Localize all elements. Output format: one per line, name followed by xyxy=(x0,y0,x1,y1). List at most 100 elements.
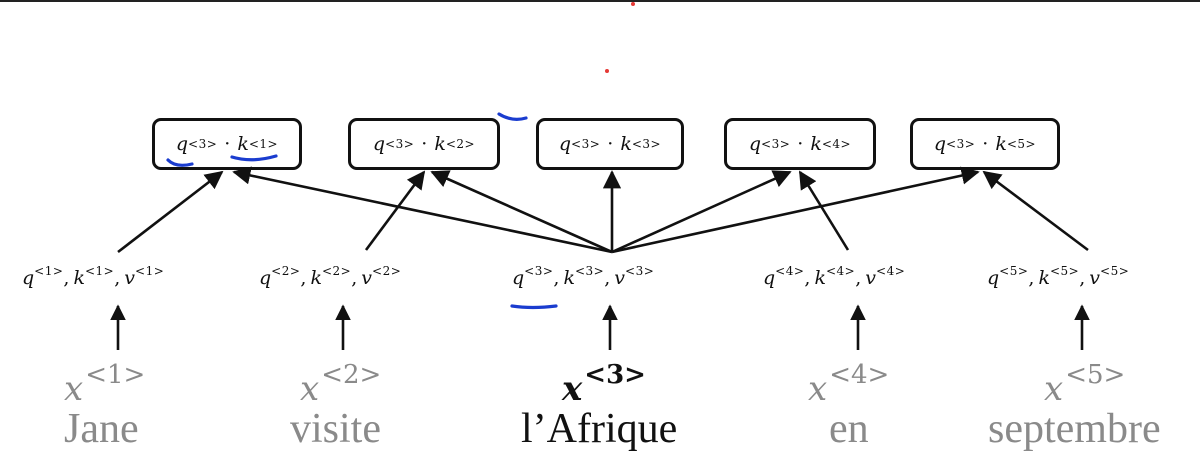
query-index: <3> xyxy=(946,137,976,151)
key-index: <4> xyxy=(821,137,852,151)
key-index: <1> xyxy=(248,137,279,151)
index: <4> xyxy=(775,264,805,278)
key-symbol: k xyxy=(237,133,249,155)
input-token-label-5: x<5> xyxy=(1044,360,1125,409)
dot-operator: · xyxy=(421,133,428,155)
dot-operator: · xyxy=(607,133,614,155)
x-symbol: x xyxy=(1044,369,1064,409)
k-symbol: k xyxy=(814,267,826,289)
x-symbol: x xyxy=(300,369,320,409)
key-index: <2> xyxy=(445,137,476,151)
k-symbol: k xyxy=(310,267,322,289)
arrow-q3-to-box4 xyxy=(611,170,792,254)
query-symbol: q xyxy=(175,133,189,155)
token-index: <4> xyxy=(829,360,890,390)
annotation-underline-k-box1 xyxy=(230,154,278,162)
separator: , xyxy=(553,267,560,289)
dot-operator: · xyxy=(797,133,804,155)
arrow-qkv5-to-box5 xyxy=(982,170,1089,252)
index: <5> xyxy=(999,264,1029,278)
index: <4> xyxy=(876,264,906,278)
arrow-qkv2-to-box2 xyxy=(364,170,426,251)
laser-pointer-dot xyxy=(631,2,635,6)
k-symbol: k xyxy=(563,267,575,289)
separator: , xyxy=(114,267,121,289)
query-index: <3> xyxy=(385,137,415,151)
laser-pointer-dot xyxy=(605,69,609,73)
index: <2> xyxy=(321,264,352,278)
v-symbol: v xyxy=(865,267,877,289)
top-divider xyxy=(0,0,1200,2)
separator: , xyxy=(1079,267,1086,289)
key-index: <3> xyxy=(631,137,662,151)
index: <3> xyxy=(524,264,554,278)
separator: , xyxy=(300,267,307,289)
query-index: <3> xyxy=(188,137,218,151)
qkv-vectors-4: q<4>,k<4>,v<4> xyxy=(763,264,905,289)
index: <5> xyxy=(1100,264,1130,278)
dot-product-box-5: q<3>·k<5> xyxy=(910,118,1060,170)
dot-product-box-4: q<3> · k<4> xyxy=(724,118,876,170)
arrow-q3-to-box2 xyxy=(430,170,613,254)
input-token-label-2: x<2> xyxy=(300,360,381,409)
x-symbol: x xyxy=(808,369,828,409)
annotation-underline-q-box1 xyxy=(166,158,194,167)
arrow-qkv1-to-box1 xyxy=(117,170,224,254)
qkv-vectors-5: q<5>,k<5>,v<5> xyxy=(987,264,1129,289)
index: <1> xyxy=(84,264,115,278)
dot-product-box-1: q<3> · k<1> xyxy=(152,118,302,170)
input-token-label-3: x<3> xyxy=(562,360,646,409)
k-symbol: k xyxy=(1038,267,1050,289)
token-index: <2> xyxy=(321,360,382,390)
separator: , xyxy=(351,267,358,289)
k-symbol: k xyxy=(73,267,85,289)
qkv-vectors-1: q<1>,k<1>,v<1> xyxy=(22,264,164,289)
q-symbol: q xyxy=(763,267,776,289)
index: <1> xyxy=(34,264,64,278)
index: <2> xyxy=(271,264,301,278)
v-symbol: v xyxy=(361,267,373,289)
index: <3> xyxy=(574,264,605,278)
query-symbol: q xyxy=(748,133,762,155)
index: <5> xyxy=(1049,264,1080,278)
query-symbol: q xyxy=(372,133,386,155)
dot-operator: · xyxy=(224,133,231,155)
key-index: <5> xyxy=(1006,137,1037,151)
q-symbol: q xyxy=(22,267,35,289)
separator: , xyxy=(63,267,70,289)
key-symbol: k xyxy=(620,133,632,155)
index: <3> xyxy=(625,264,655,278)
key-symbol: k xyxy=(995,133,1007,155)
index: <4> xyxy=(825,264,856,278)
separator: , xyxy=(804,267,811,289)
input-token-label-1: x<1> xyxy=(64,360,145,409)
token-index: <1> xyxy=(85,360,146,390)
key-symbol: k xyxy=(810,133,822,155)
input-token-label-4: x<4> xyxy=(808,360,889,409)
arrow-q3-to-box5 xyxy=(611,166,980,254)
v-symbol: v xyxy=(124,267,136,289)
q-symbol: q xyxy=(512,267,525,289)
dot-product-box-2: q<3> · k<2> xyxy=(348,118,500,170)
v-symbol: v xyxy=(1089,267,1101,289)
arrow-qkv4-to-box4 xyxy=(798,170,850,251)
qkv-vectors-2: q<2>,k<2>,v<2> xyxy=(259,264,401,289)
query-index: <3> xyxy=(761,137,791,151)
index: <2> xyxy=(372,264,402,278)
q-symbol: q xyxy=(259,267,272,289)
q-symbol: q xyxy=(987,267,1000,289)
query-symbol: q xyxy=(558,133,572,155)
qkv-vectors-3: q<3>,k<3>,v<3> xyxy=(512,264,654,289)
token-index: <5> xyxy=(1065,360,1126,390)
annotation-scribble-top xyxy=(497,112,528,121)
separator: , xyxy=(1028,267,1035,289)
query-symbol: q xyxy=(933,133,947,155)
index: <1> xyxy=(135,264,165,278)
arrow-q3-to-box1 xyxy=(232,166,613,254)
key-symbol: k xyxy=(434,133,446,155)
x-symbol: x xyxy=(64,369,84,409)
query-index: <3> xyxy=(571,137,601,151)
annotation-underline-q3 xyxy=(510,304,558,310)
